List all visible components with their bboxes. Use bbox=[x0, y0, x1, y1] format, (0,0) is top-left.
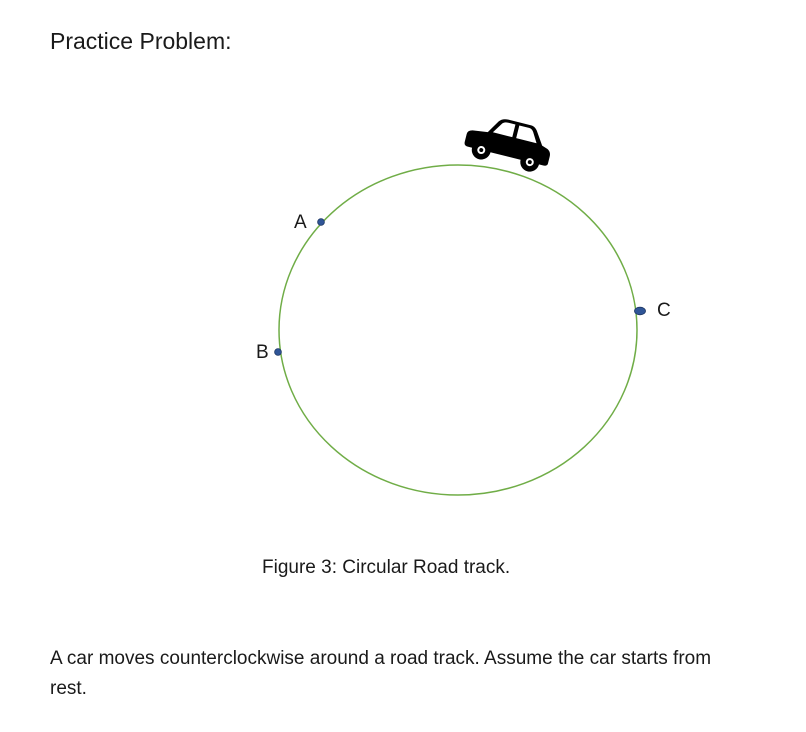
problem-statement: A car moves counterclockwise around a ro… bbox=[50, 648, 712, 699]
figure-caption: Figure 3: Circular Road track. bbox=[262, 557, 511, 578]
road-track bbox=[278, 164, 638, 496]
circular-track-diagram: A B C bbox=[256, 119, 671, 496]
car-icon bbox=[464, 119, 550, 172]
point-c-marker bbox=[634, 306, 646, 316]
page-heading: Practice Problem: bbox=[50, 28, 232, 54]
point-b-label: B bbox=[256, 342, 269, 363]
point-c-label: C bbox=[657, 300, 671, 321]
point-b-marker bbox=[274, 348, 282, 356]
point-a-marker bbox=[317, 218, 325, 226]
point-a-label: A bbox=[294, 212, 307, 233]
